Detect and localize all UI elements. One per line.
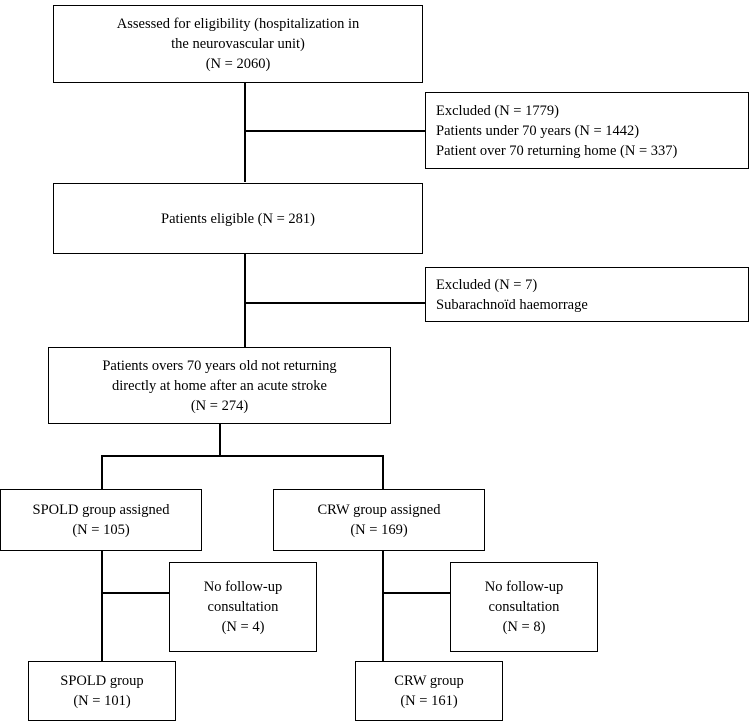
node-spold-no-followup: No follow-up consultation (N = 4): [169, 562, 317, 652]
node-line: Patients eligible (N = 281): [161, 210, 315, 227]
node-line: consultation: [488, 599, 560, 615]
connector-spold-down: [101, 551, 103, 661]
node-line: CRW group assigned: [317, 502, 441, 518]
node-line: (N = 161): [400, 693, 458, 709]
node-patients-eligible: Patients eligible (N = 281): [53, 183, 423, 254]
node-line: (N = 274): [190, 397, 249, 414]
node-line: Excluded (N = 7): [436, 276, 538, 293]
node-line: (N = 101): [73, 693, 131, 709]
node-line: Assessed for eligibility (hospitalizatio…: [116, 16, 360, 32]
connector-bus-to-spold: [101, 455, 103, 489]
node-line: (N = 8): [502, 619, 546, 635]
connector-over70-down: [219, 424, 221, 456]
connector-branch-excluded2: [244, 302, 426, 304]
node-line: Patients overs 70 years old not returnin…: [102, 357, 337, 374]
connector-split-bus: [101, 455, 383, 457]
node-line: CRW group: [394, 673, 464, 689]
node-spold-group-assigned: SPOLD group assigned (N = 105): [0, 489, 202, 551]
node-line: No follow-up: [203, 579, 283, 595]
node-line: (N = 2060): [205, 56, 271, 72]
node-line: Excluded (N = 1779): [436, 102, 559, 119]
connector-bus-to-crw: [382, 455, 384, 489]
node-crw-no-followup: No follow-up consultation (N = 8): [450, 562, 598, 652]
node-patients-over-70: Patients overs 70 years old not returnin…: [48, 347, 391, 424]
connector-assessed-to-eligible: [244, 82, 246, 182]
node-crw-group-assigned: CRW group assigned (N = 169): [273, 489, 485, 551]
node-line: Patient over 70 returning home (N = 337): [436, 142, 678, 159]
connector-eligible-to-over70: [244, 254, 246, 354]
connector-crw-nofollow: [382, 592, 450, 594]
node-line: Patients under 70 years (N = 1442): [436, 122, 640, 139]
node-crw-group-final: CRW group (N = 161): [355, 661, 503, 721]
node-line: Subarachnoïd haemorrage: [436, 296, 588, 313]
node-line: SPOLD group: [60, 673, 144, 689]
connector-crw-down: [382, 551, 384, 661]
node-excluded-first: Excluded (N = 1779) Patients under 70 ye…: [425, 92, 749, 169]
node-assessed-for-eligibility: Assessed for eligibility (hospitalizatio…: [53, 5, 423, 83]
node-line: (N = 169): [350, 522, 408, 538]
node-line: directly at home after an acute stroke: [112, 377, 327, 394]
connector-spold-nofollow: [101, 592, 169, 594]
node-line: No follow-up: [484, 579, 564, 595]
node-line: consultation: [207, 599, 279, 615]
node-excluded-second: Excluded (N = 7) Subarachnoïd haemorrage: [425, 267, 749, 322]
node-line: SPOLD group assigned: [32, 502, 170, 518]
node-line: the neurovascular unit): [171, 36, 305, 52]
connector-branch-excluded1: [244, 130, 426, 132]
node-line: (N = 4): [221, 619, 265, 635]
node-spold-group-final: SPOLD group (N = 101): [28, 661, 176, 721]
node-line: (N = 105): [72, 522, 130, 538]
